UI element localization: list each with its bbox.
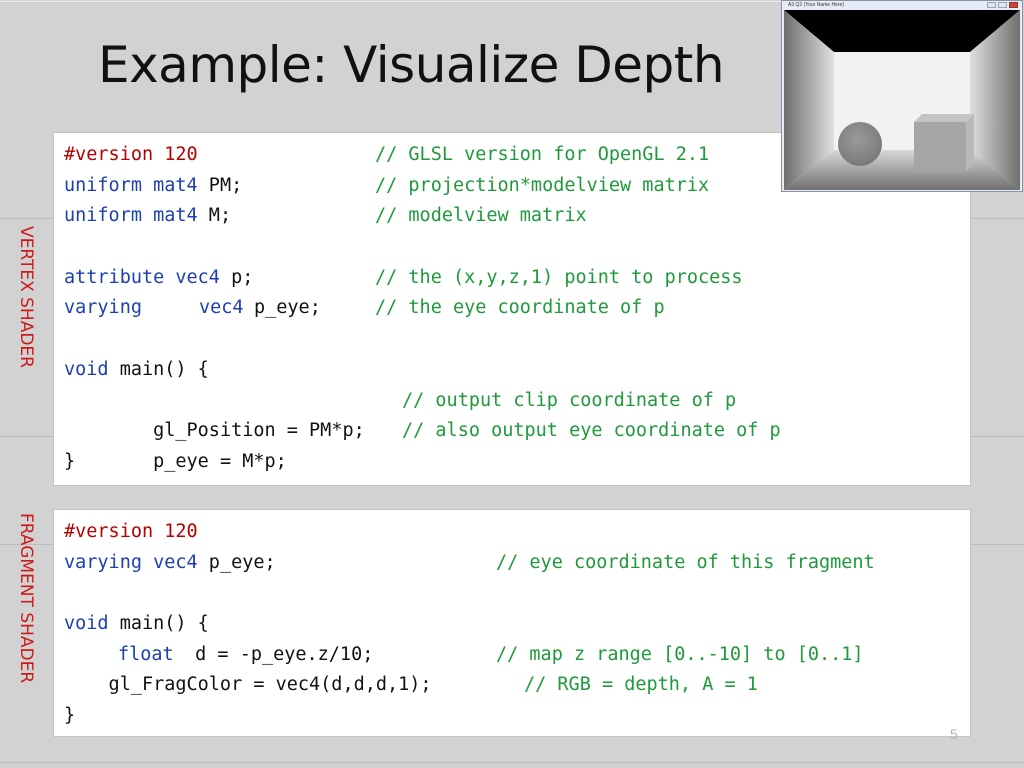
code-keyword: attribute bbox=[64, 266, 165, 288]
code-line-blank bbox=[64, 232, 970, 263]
code-line: } bbox=[64, 701, 970, 732]
fragment-shader-code-block: #version 120 varying vec4 p_eye; // eye … bbox=[53, 509, 971, 737]
close-icon[interactable] bbox=[1009, 2, 1018, 8]
cube-side bbox=[966, 114, 974, 172]
code-keyword: uniform bbox=[64, 205, 142, 227]
code-line: uniform mat4 M; // modelview matrix bbox=[64, 201, 970, 232]
code-keyword: varying bbox=[64, 297, 142, 319]
window-title-bar: A3 Q2 (Your Name Here) bbox=[782, 1, 1022, 10]
version-directive: #version 120 bbox=[64, 521, 198, 542]
code-type: float bbox=[118, 643, 174, 665]
version-directive: #version 120 bbox=[64, 144, 198, 165]
code-line: gl_FragColor = vec4(d,d,d,1); // RGB = d… bbox=[64, 670, 970, 701]
code-text: p_eye; bbox=[197, 551, 276, 573]
code-text: gl_Position = PM*p; bbox=[108, 420, 365, 442]
code-type: vec4 bbox=[175, 266, 220, 288]
code-line: attribute vec4 p; // the (x,y,z,1) point… bbox=[64, 263, 970, 294]
code-text: p_eye = M*p; bbox=[108, 450, 287, 472]
code-text: p; bbox=[219, 266, 254, 288]
code-comment: // output clip coordinate of p bbox=[402, 389, 737, 411]
code-keyword: varying bbox=[64, 551, 142, 573]
slide-title: Example: Visualize Depth bbox=[98, 36, 725, 94]
code-comment: // RGB = depth, A = 1 bbox=[524, 674, 758, 696]
background-band bbox=[0, 1, 1024, 2]
render-output-window: A3 Q2 (Your Name Here) bbox=[781, 0, 1023, 192]
code-line: float d = -p_eye.z/10; // map z range [0… bbox=[64, 640, 970, 671]
sphere bbox=[838, 122, 882, 166]
minimize-icon[interactable] bbox=[987, 2, 996, 8]
code-text: d = -p_eye.z/10; bbox=[184, 643, 374, 665]
code-type: vec4 bbox=[153, 551, 198, 573]
code-keyword: void bbox=[64, 358, 109, 380]
vertex-shader-label: VERTEX SHADER bbox=[16, 226, 36, 368]
left-wall bbox=[784, 10, 834, 190]
code-comment: // the (x,y,z,1) point to process bbox=[375, 266, 743, 288]
fragment-shader-label: FRAGMENT SHADER bbox=[16, 513, 36, 684]
code-comment: // GLSL version for OpenGL 2.1 bbox=[375, 144, 710, 165]
code-text: p_eye; bbox=[254, 297, 321, 319]
depth-scene-image bbox=[784, 10, 1020, 190]
background-band bbox=[0, 762, 1024, 763]
cube-top bbox=[914, 114, 974, 122]
code-comment: // the eye coordinate of p bbox=[375, 297, 665, 319]
code-comment: // projection*modelview matrix bbox=[375, 174, 710, 196]
code-line: uniform mat4 PM; // projection*modelview… bbox=[64, 171, 970, 202]
ceiling bbox=[784, 10, 1020, 52]
code-comment: // also output eye coordinate of p bbox=[402, 420, 781, 442]
page-number: 5 bbox=[950, 726, 958, 742]
window-controls bbox=[987, 2, 1018, 8]
maximize-icon[interactable] bbox=[998, 2, 1007, 8]
code-type: mat4 bbox=[153, 174, 198, 196]
code-line: varying vec4 p_eye; // the eye coordinat… bbox=[64, 293, 970, 324]
code-line: } bbox=[64, 447, 970, 478]
code-line: varying vec4 p_eye; // eye coordinate of… bbox=[64, 548, 970, 579]
code-line: #version 120 // GLSL version for OpenGL … bbox=[64, 140, 970, 171]
code-text: main() { bbox=[108, 613, 209, 635]
code-comment: // modelview matrix bbox=[375, 205, 587, 227]
code-keyword: void bbox=[64, 613, 109, 635]
window-title: A3 Q2 (Your Name Here) bbox=[788, 2, 844, 8]
code-type: vec4 bbox=[199, 297, 244, 319]
code-text: } bbox=[64, 705, 76, 727]
right-wall bbox=[970, 10, 1020, 190]
cube-front bbox=[914, 122, 966, 172]
code-comment: // map z range [0..-10] to [0..1] bbox=[496, 643, 864, 665]
code-line: #version 120 bbox=[64, 517, 970, 548]
code-type: mat4 bbox=[153, 205, 198, 227]
code-line-blank bbox=[64, 324, 970, 355]
code-line: p_eye = M*p; // also output eye coordina… bbox=[64, 416, 970, 472]
code-line: gl_Position = PM*p; // output clip coord… bbox=[64, 386, 970, 442]
code-text: } bbox=[64, 450, 76, 472]
code-line: void main() { bbox=[64, 609, 970, 640]
code-text: M; bbox=[197, 205, 232, 227]
code-line-blank bbox=[64, 578, 970, 609]
vertex-shader-code-block: #version 120 // GLSL version for OpenGL … bbox=[53, 132, 971, 486]
depth-render-viewport bbox=[784, 10, 1020, 190]
code-text: main() { bbox=[108, 358, 209, 380]
code-text: gl_FragColor = vec4(d,d,d,1); bbox=[64, 674, 432, 696]
code-comment: // eye coordinate of this fragment bbox=[496, 551, 875, 573]
code-text: PM; bbox=[197, 174, 243, 196]
code-keyword: uniform bbox=[64, 174, 142, 196]
code-line: void main() { bbox=[64, 355, 970, 386]
